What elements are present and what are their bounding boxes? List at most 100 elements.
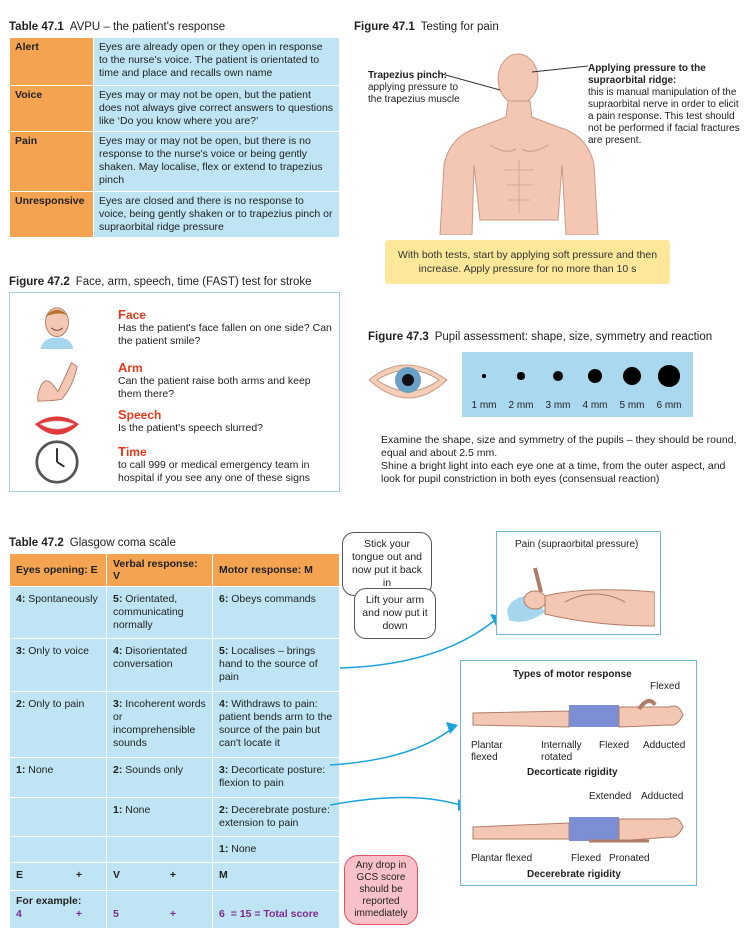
fast-face-text: Has the patient's face fallen on one sid… (118, 322, 332, 347)
gcs-example-label: For example: (16, 895, 82, 907)
supraorbital-title: Applying pressure to the supraorbital ri… (588, 63, 706, 86)
gcs-cell: 4: Spontaneously (9, 586, 107, 639)
fast-face-word: ace (125, 308, 146, 322)
pupil-size-label: 6 mm (656, 400, 682, 411)
gcs-cell (9, 836, 107, 863)
patient-lying-icon (507, 567, 655, 627)
label-plantar-flexed: Plantar flexed (471, 853, 533, 864)
gcs-example-v: 5+ (106, 890, 213, 928)
gcs-row: 1: None 2: Decerebrate posture: extensio… (9, 797, 340, 837)
gcs-sum-e: E+ (9, 862, 107, 891)
pupil-dot (658, 365, 680, 387)
label-flexed-3: Flexed (571, 853, 602, 864)
gcs-example-row: For example: 4+ 5+ 6 = 15 = Total score (9, 890, 340, 928)
gcs-header-eyes: Eyes opening: E (9, 553, 107, 587)
gcs-row: 1: None (9, 836, 340, 863)
gcs-cell: 4: Disorientated conversation (106, 638, 213, 692)
gcs-example-e: For example: 4+ (9, 890, 107, 928)
gcs-row: 3: Only to voice 4: Disorientated conver… (9, 638, 340, 692)
eye-icon (368, 364, 448, 399)
supraorbital-panel: Pain (supraorbital pressure) (496, 531, 661, 635)
trapezius-title: Trapezius pinch: (368, 70, 447, 81)
fast-item-speech: Speech Is the patient's speech slurred? (118, 408, 336, 435)
decerebrate-label: Decerebrate rigidity (527, 869, 621, 880)
fast-face-initial: F (118, 307, 126, 322)
torso-illustration (439, 53, 599, 235)
fast-time-initial: T (118, 444, 126, 459)
avpu-value: Eyes may or may not be open, but there i… (93, 131, 340, 192)
fast-speech-text: Is the patient's speech slurred? (118, 422, 264, 434)
table472-number: Table 47.2 (9, 537, 64, 549)
pupil-scale: 1 mm 2 mm 3 mm 4 mm 5 mm 6 mm (462, 352, 693, 417)
avpu-value: Eyes may or may not be open, but the pat… (93, 85, 340, 132)
gcs-cell: 1: None (212, 836, 340, 863)
avpu-key: Alert (9, 37, 94, 86)
gcs-cell (106, 836, 213, 863)
gcs-cell: 1: None (106, 797, 213, 837)
pupil-text-1: Examine the shape, size and symmetry of … (381, 434, 737, 459)
gcs-cell: 2: Sounds only (106, 757, 213, 798)
avpu-value: Eyes are closed and there is no response… (93, 191, 340, 238)
avpu-row-pain: Pain Eyes may or may not be open, but th… (9, 131, 340, 192)
gcs-cell: 3: Only to voice (9, 638, 107, 692)
label-extended: Extended (589, 791, 632, 802)
gcs-header-row: Eyes opening: E Verbal response: V Motor… (9, 553, 340, 587)
decorticate-figure (472, 698, 684, 728)
gcs-cell: 2: Only to pain (9, 691, 107, 758)
pressure-note: With both tests, start by applying soft … (385, 240, 670, 284)
fig473-title: Pupil assessment: shape, size, symmetry … (434, 331, 713, 343)
fast-speech-initial: S (118, 407, 127, 422)
pupil-size-label: 2 mm (508, 400, 534, 411)
gcs-cell: 1: None (9, 757, 107, 798)
avpu-key: Voice (9, 85, 94, 132)
label-flexed-2: Flexed (599, 740, 630, 751)
fig471-title: Testing for pain (420, 21, 499, 33)
decerebrate-figure (472, 817, 684, 843)
label-flexed: Flexed (650, 681, 681, 692)
gcs-row: 2: Only to pain 3: Incoherent words or i… (9, 691, 340, 758)
pupil-dot (552, 370, 564, 382)
gcs-header-motor: Motor response: M (212, 553, 340, 587)
pupil-size-label: 3 mm (545, 400, 571, 411)
fast-panel: Face Has the patient's face fallen on on… (9, 292, 340, 492)
fast-time-text: to call 999 or medical emergency team in… (118, 459, 311, 484)
fig471-number: Figure 47.1 (354, 21, 415, 33)
table472-title: Glasgow coma scale (69, 537, 176, 549)
fig471-caption: Figure 47.1 Testing for pain (354, 21, 499, 33)
table471-number: Table 47.1 (9, 21, 64, 33)
fast-arm-text: Can the patient raise both arms and keep… (118, 375, 311, 400)
pupil-text-2: Shine a bright light into each eye one a… (381, 460, 726, 485)
fast-arm-word: rm (127, 361, 143, 375)
avpu-row-alert: Alert Eyes are already open or they open… (9, 37, 340, 86)
gcs-row: 1: None 2: Sounds only 3: Decorticate po… (9, 757, 340, 798)
gcs-cell: 5: Localises – brings hand to the source… (212, 638, 340, 692)
label-pronated: Pronated (609, 853, 650, 864)
gcs-cell: 4: Withdraws to pain: patient bends arm … (212, 691, 340, 758)
gcs-header-verbal: Verbal response: V (106, 553, 213, 587)
pupil-size-label: 4 mm (582, 400, 608, 411)
avpu-row-voice: Voice Eyes may or may not be open, but t… (9, 85, 340, 132)
avpu-table: Alert Eyes are already open or they open… (9, 37, 340, 238)
pupil-size-label: 1 mm (471, 400, 497, 411)
fig472-number: Figure 47.2 (9, 276, 70, 288)
gcs-cell: 3: Decorticate posture: flexion to pain (212, 757, 340, 798)
decorticate-label: Decorticate rigidity (527, 767, 618, 778)
fast-arm-initial: A (118, 360, 128, 375)
pupil-dot (517, 372, 525, 380)
avpu-key: Unresponsive (9, 191, 94, 238)
fast-time-word: ime (125, 445, 147, 459)
gcs-cell: 6: Obeys commands (212, 586, 340, 639)
label-internally-rotated: Internally rotated (541, 740, 582, 763)
avpu-row-unresponsive: Unresponsive Eyes are closed and there i… (9, 191, 340, 238)
gcs-cell: 3: Incoherent words or incomprehensible … (106, 691, 213, 758)
gcs-example-m: 6 = 15 = Total score (212, 890, 340, 928)
gcs-sum-m: M (212, 862, 340, 891)
table472-caption: Table 47.2 Glasgow coma scale (9, 537, 176, 549)
pupil-size-label: 5 mm (619, 400, 645, 411)
gcs-sum-v: V+ (106, 862, 213, 891)
